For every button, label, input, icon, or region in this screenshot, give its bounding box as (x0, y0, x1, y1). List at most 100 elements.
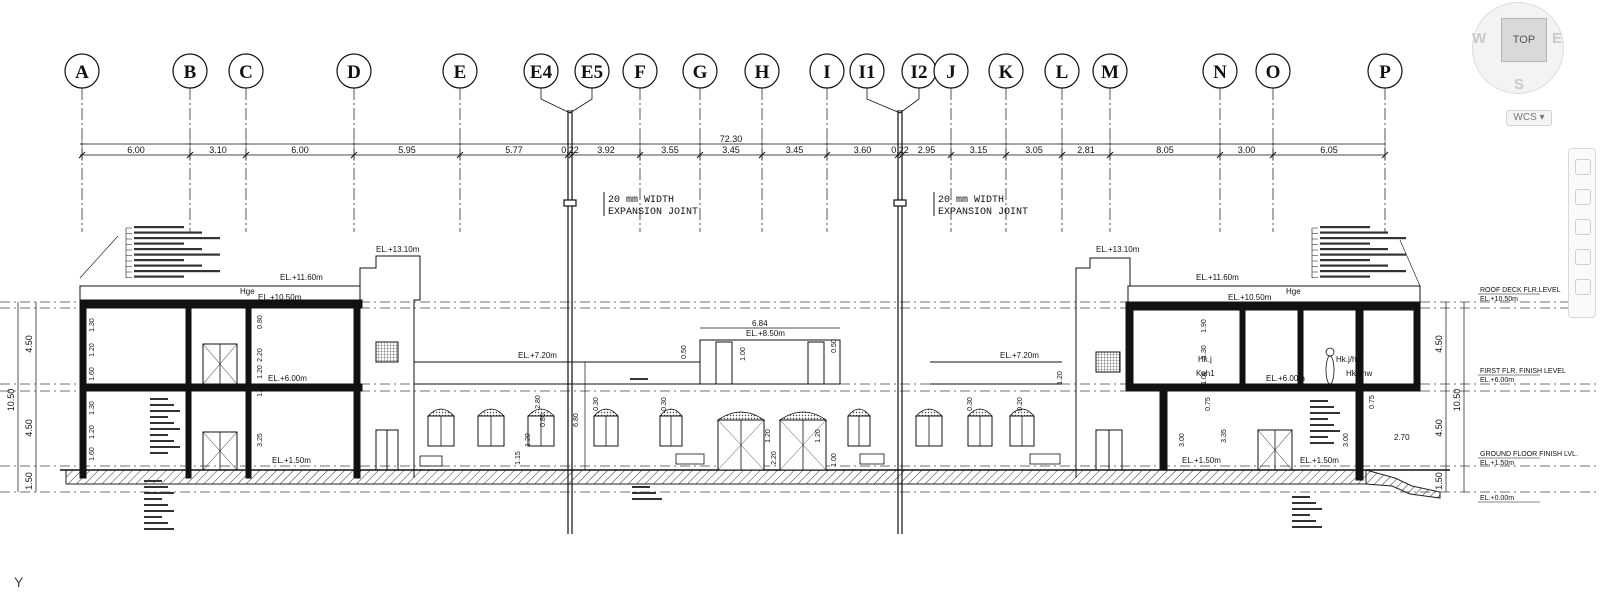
overall-dimension: 72.30 (720, 134, 743, 144)
grid-label: E (454, 62, 467, 83)
tag-right-ground-a: EL.+1.50m (1182, 456, 1221, 465)
section-dim-label: 1.20 (89, 343, 96, 357)
bench (675, 453, 705, 465)
grid-bubble-J: J (933, 53, 969, 232)
grid-label: A (75, 62, 89, 83)
compass-west[interactable]: W (1472, 30, 1487, 47)
joint-note-line1: 20 mm WIDTH (608, 195, 674, 206)
steering-wheel-icon[interactable] (1575, 159, 1591, 175)
grid-label: I2 (911, 62, 928, 83)
zoom-icon[interactable] (1575, 219, 1591, 235)
tag-left-roof: EL.+10.50m (258, 293, 302, 302)
side-dim-label: 4.50 (24, 419, 34, 437)
room-tag: Hk.j/hw (1346, 369, 1372, 378)
viewcube-top-face[interactable]: TOP (1501, 18, 1547, 62)
tag-right-parapet: EL.+11.60m (1196, 273, 1239, 282)
section-dim-label: 0.75 (1369, 395, 1376, 409)
spec-note-block (125, 226, 220, 278)
section-dim-label: 0.20 (1017, 397, 1024, 411)
grid-label: J (946, 62, 956, 83)
bay-dimension: 5.95 (398, 145, 416, 155)
orbit-icon[interactable] (1575, 249, 1591, 265)
section-dim-label: 1.90 (1201, 319, 1208, 333)
spec-note-block (1310, 400, 1340, 444)
compass-east[interactable]: E (1552, 30, 1563, 47)
viewcube[interactable]: TOP W E S WCS ▾ (1466, 0, 1570, 126)
spec-note-block (1292, 496, 1322, 528)
facade-window (716, 411, 766, 471)
tag-center-width: 6.84 (752, 319, 768, 328)
side-dim-label: 1.50 (24, 472, 34, 490)
tag-parapet-mark-right: Hge (1286, 287, 1301, 296)
grid-bubble-D: D (336, 53, 372, 232)
section-dim-label: 0.75 (1205, 397, 1212, 411)
facade-window (1009, 408, 1035, 447)
showmotion-icon[interactable] (1575, 279, 1591, 295)
grid-bubble-E: E (442, 53, 478, 232)
section-dim-label: 2.80 (535, 395, 542, 409)
section-dim-label: 1.15 (515, 451, 522, 465)
ucs-menu[interactable]: WCS ▾ (1506, 110, 1552, 126)
bay-dimension: 2.81 (1077, 145, 1095, 155)
grid-label: E5 (581, 62, 603, 83)
section-dim-label: 1.20 (1057, 371, 1064, 385)
grid-label: I (823, 62, 830, 83)
section-dim-label: 3.35 (1221, 429, 1228, 443)
section-dim-label: 1.50 (257, 383, 264, 397)
level-value: EL.+6.00m (1480, 377, 1514, 384)
bay-dimension: 3.45 (786, 145, 804, 155)
section-dim-label: 0.50 (831, 339, 838, 353)
section-dim-label: 1.00 (1201, 371, 1208, 385)
bay-dimension: 3.05 (1025, 145, 1043, 155)
section-dim-label: 2.20 (257, 348, 264, 362)
bay-dimension: 3.00 (1238, 145, 1256, 155)
compass-south[interactable]: S (1514, 76, 1525, 93)
section-dim-label: 1.20 (257, 365, 264, 379)
section-dim-label: 1.30 (89, 401, 96, 415)
grid-label: B (184, 62, 197, 83)
section-dim-label: 0.30 (593, 397, 600, 411)
tag-right-roof: EL.+10.50m (1228, 293, 1272, 302)
bay-dimension: 3.55 (661, 145, 679, 155)
grid-bubble-K: K (988, 53, 1024, 232)
grid-label: N (1213, 62, 1227, 83)
bay-dimension: 2.95 (918, 145, 936, 155)
ucs-axis-icon: Y (14, 574, 23, 590)
level-label: EL.+0.00m (1478, 495, 1540, 503)
bench (1029, 453, 1061, 465)
left-tower (359, 255, 421, 478)
tag-left-ground: EL.+1.50m (272, 456, 311, 465)
bay-dimension: 3.10 (209, 145, 227, 155)
bay-dimension: 6.05 (1320, 145, 1338, 155)
section-dim-label: 0.30 (661, 397, 668, 411)
tag-right-ground-b: EL.+1.50m (1300, 456, 1339, 465)
bay-dimension: 3.92 (597, 145, 615, 155)
grid-label: F (634, 62, 646, 83)
facade-window (477, 408, 505, 447)
elevation-tags: EL.+11.60m EL.+10.50m EL.+6.00m EL.+1.50… (240, 245, 1410, 465)
bay-dimension: 3.60 (854, 145, 872, 155)
side-dim-label: 4.50 (1434, 335, 1444, 353)
facade-window (593, 408, 619, 447)
spec-note-block (150, 398, 180, 454)
bay-dimension: 6.00 (291, 145, 309, 155)
section-dimensions: 1.301.201.601.301.201.602.201.501.200.80… (89, 315, 1376, 467)
ucs-menu-label: WCS (1513, 112, 1537, 123)
section-dim-label: 6.80 (573, 413, 580, 427)
section-dim-label: 1.30 (89, 318, 96, 332)
grid-label: L (1056, 62, 1069, 83)
grid-bubble-E4: E4 (523, 53, 571, 114)
left-block (79, 235, 363, 479)
grid-bubble-I2: I2 (899, 53, 937, 114)
section-dim-label: 1.20 (765, 429, 772, 443)
tag-left-tower: EL.+13.10m (376, 245, 420, 254)
pan-icon[interactable] (1575, 189, 1591, 205)
navigation-bar[interactable] (1568, 148, 1596, 318)
section-dim-label: 1.00 (831, 453, 838, 467)
grid-label: G (693, 62, 708, 83)
grid-label: M (1101, 62, 1119, 83)
